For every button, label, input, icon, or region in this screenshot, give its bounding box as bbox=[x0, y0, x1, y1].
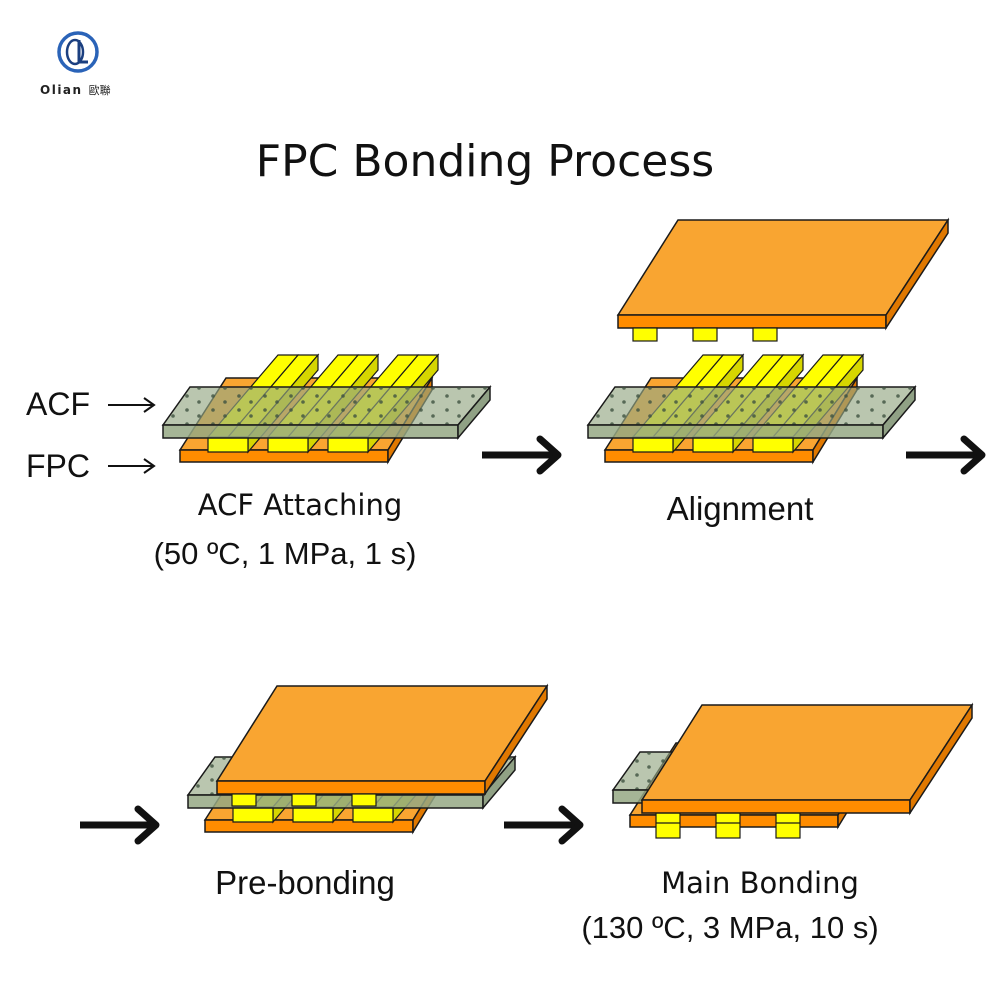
arrow-right-icon bbox=[504, 809, 580, 841]
top-fpc-plate bbox=[617, 219, 949, 329]
brand-name-en: Olian bbox=[40, 83, 83, 97]
step-acf-attaching-label: ACF Attaching bbox=[197, 488, 403, 522]
step-main-bonding-params: (130 ºC, 3 MPa, 10 s) bbox=[581, 910, 879, 945]
arrow-right-icon bbox=[482, 439, 558, 471]
step-acf-attaching-params: (50 ºC, 1 MPa, 1 s) bbox=[153, 536, 417, 571]
acf-pointer-arrow-icon bbox=[107, 397, 155, 413]
brand-name-cn: 歐聯 bbox=[88, 84, 111, 97]
top-fpc-plate bbox=[641, 704, 973, 814]
fpc-pointer-arrow-icon bbox=[107, 458, 155, 474]
page-title: FPC Bonding Process bbox=[255, 136, 715, 187]
acf-layer-label: ACF bbox=[26, 386, 90, 422]
step-pre-bonding-top-fpc bbox=[216, 685, 548, 807]
step-main-bonding-top-fpc bbox=[641, 704, 973, 814]
brand-name: Olian 歐聯 bbox=[40, 82, 140, 98]
acf-layer bbox=[587, 386, 916, 439]
olian-logo-icon bbox=[57, 31, 99, 73]
acf-layer bbox=[162, 386, 491, 439]
step-alignment-top-fpc bbox=[617, 219, 949, 342]
fpc-layer-label: FPC bbox=[26, 448, 90, 484]
step-alignment-label: Alignment bbox=[666, 490, 814, 527]
step-acf-attaching-drawing bbox=[162, 354, 491, 463]
step-main-bonding-label: Main Bonding bbox=[661, 866, 859, 900]
olian-logo: Olian 歐聯 bbox=[40, 20, 150, 110]
arrow-right-icon bbox=[906, 439, 982, 471]
step-alignment-drawing bbox=[587, 354, 916, 463]
step-pre-bonding-label: Pre-bonding bbox=[215, 864, 395, 901]
arrow-right-icon bbox=[80, 809, 156, 841]
